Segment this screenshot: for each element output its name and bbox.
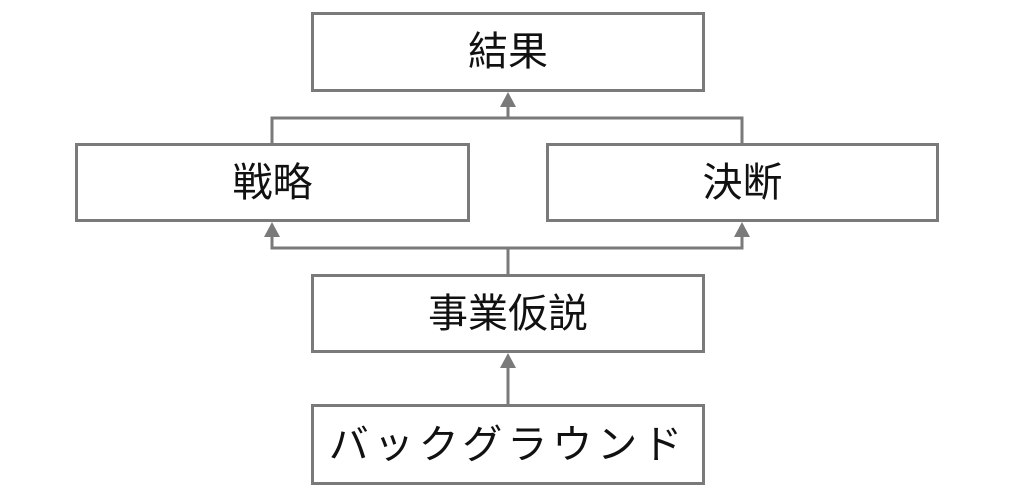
- arrowhead-to-result: [500, 92, 516, 107]
- business-hypothesis-label: 事業仮説: [428, 290, 588, 337]
- connector-split-to-strategy-decision: [270, 236, 744, 250]
- arrowhead-to-hypothesis: [500, 353, 516, 368]
- strategy-label: 戦略: [232, 159, 313, 206]
- decision-box: 決断: [546, 143, 939, 222]
- background-box: バックグラウンド: [311, 404, 705, 485]
- background-label: バックグラウンド: [328, 421, 688, 468]
- business-hypothesis-box: 事業仮説: [311, 274, 705, 353]
- arrowhead-to-strategy: [264, 222, 280, 237]
- result-box: 結果: [311, 12, 705, 92]
- connector-strategy-decision-to-result: [270, 116, 744, 143]
- decision-label: 決断: [702, 159, 783, 206]
- arrowhead-to-decision: [734, 222, 750, 237]
- strategy-box: 戦略: [75, 143, 470, 222]
- result-label: 結果: [468, 29, 548, 75]
